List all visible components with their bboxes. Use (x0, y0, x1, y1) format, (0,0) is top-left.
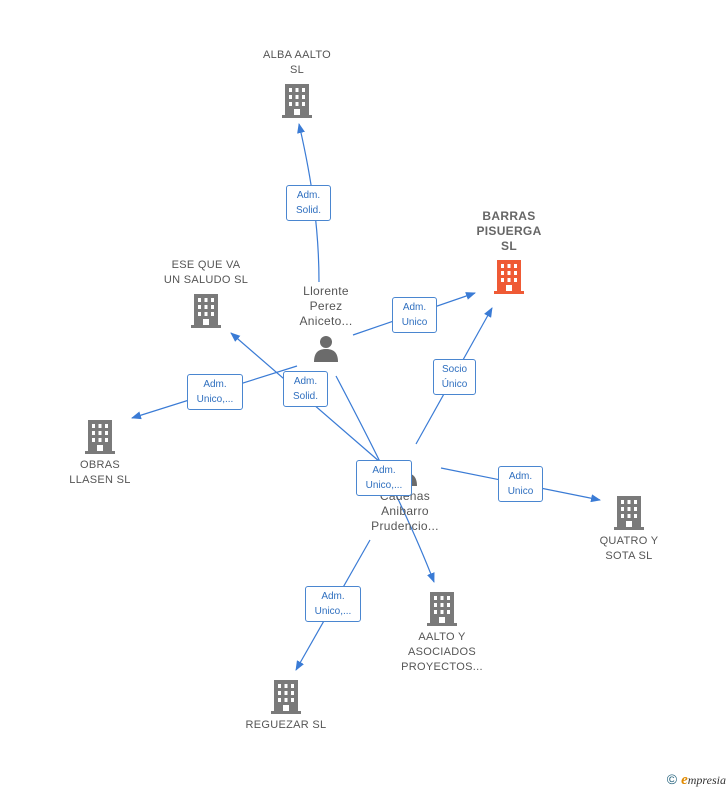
company-node-ese-que-va[interactable]: ESE QUE VA UN SALUDO SL (146, 258, 266, 328)
edge-label-adm-unico-etc[interactable]: Adm. Unico,... (187, 374, 243, 410)
building-icon (614, 496, 644, 530)
edge-label-adm-solid[interactable]: Adm. Solid. (286, 185, 331, 221)
company-node-aalto-asociados[interactable]: AALTO Y ASOCIADOS PROYECTOS... (392, 590, 492, 675)
company-label: ALBA AALTO SL (262, 49, 332, 76)
edge-label-adm-unico-etc[interactable]: Adm. Unico,... (356, 460, 412, 496)
person-node-llorente[interactable]: Llorente Perez Aniceto... (276, 284, 376, 362)
company-label: AALTO Y ASOCIADOS PROYECTOS... (401, 631, 483, 673)
brand-footer: ©empresia (667, 771, 726, 789)
company-node-barras-pisuerga[interactable]: BARRAS PISUERGA SL (459, 209, 559, 294)
company-node-alba-aalto[interactable]: ALBA AALTO SL (247, 48, 347, 118)
edge-label-adm-unico[interactable]: Adm. Unico (392, 297, 437, 333)
company-node-reguezar[interactable]: REGUEZAR SL (226, 678, 346, 733)
copyright-icon: © (666, 771, 678, 787)
building-icon (494, 260, 524, 294)
company-label: BARRAS PISUERGA SL (476, 209, 542, 253)
company-node-obras-llasen[interactable]: OBRAS LLASEN SL (50, 418, 150, 488)
company-label: REGUEZAR SL (245, 719, 327, 731)
company-label: ESE QUE VA UN SALUDO SL (163, 259, 249, 286)
building-icon (85, 420, 115, 454)
edge-label-adm-unico-etc[interactable]: Adm. Unico,... (305, 586, 361, 622)
brand-name: mpresia (687, 773, 726, 787)
building-icon (282, 84, 312, 118)
building-icon (427, 592, 457, 626)
person-icon (314, 336, 338, 362)
person-label: Llorente Perez Aniceto... (299, 284, 353, 328)
company-node-quatro-y-sota[interactable]: QUATRO Y SOTA SL (579, 494, 679, 564)
company-label: OBRAS LLASEN SL (69, 459, 131, 486)
building-icon (271, 680, 301, 714)
edge-label-adm-solid[interactable]: Adm. Solid. (283, 371, 328, 407)
company-label: QUATRO Y SOTA SL (599, 535, 659, 562)
building-icon (191, 294, 221, 328)
edge-label-adm-unico[interactable]: Adm. Unico (498, 466, 543, 502)
edge-label-socio-unico[interactable]: Socio Único (433, 359, 476, 395)
brand-initial: e (681, 772, 688, 788)
